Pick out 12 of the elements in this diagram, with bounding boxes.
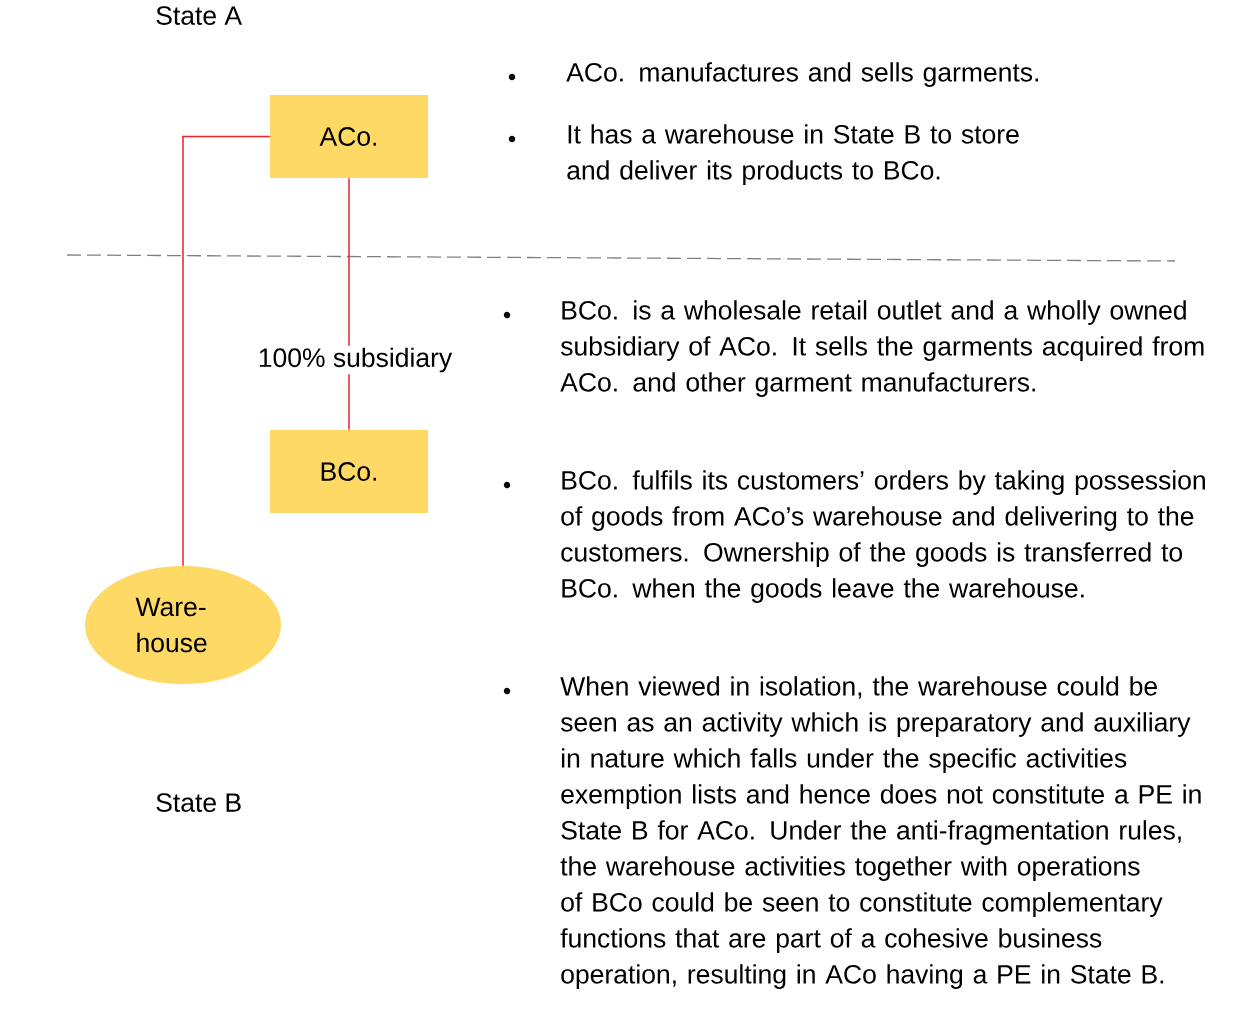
edge-label: 100% subsidiary — [255, 345, 455, 375]
company-box: ACo. — [270, 95, 428, 178]
bullet-text: ACo. manufactures and sells garments. — [566, 62, 1038, 87]
bullet-text: It has a warehouse in State B to store and deliver its products to BCo. — [567, 124, 1019, 185]
connector-line — [182, 135, 271, 567]
region-label: State B — [156, 793, 241, 812]
bullet-text: BCo. fulfils its customers’ orders by taking possession of goods from ACo’s warehouse and delivering to the customers. Ownership of the goods is transferred to BCo. when the goods leave the warehouse. — [561, 470, 1205, 603]
company-box: BCo. — [270, 430, 428, 513]
region-label: State A — [156, 6, 243, 25]
connector-line — [348, 177, 350, 431]
bullet-text: When viewed in isolation, the warehouse could be seen as an activity which is preparatory and auxiliary in nature which falls under the specific activities exemption lists and hence does not constitute a PE in State B for ACo. Under the anti-fragmentation rules, the warehouse activities together with operations of BCo could be seen to constitute complementary functions that are part of a cohesive business operation, resulting in ACo having a PE in State B. — [560, 676, 1201, 989]
bullet-text: BCo. is a wholesale retail outlet and a wholly owned subsidiary of ACo. It sells the garments acquired from ACo. and other garment manufacturers. — [560, 300, 1204, 397]
